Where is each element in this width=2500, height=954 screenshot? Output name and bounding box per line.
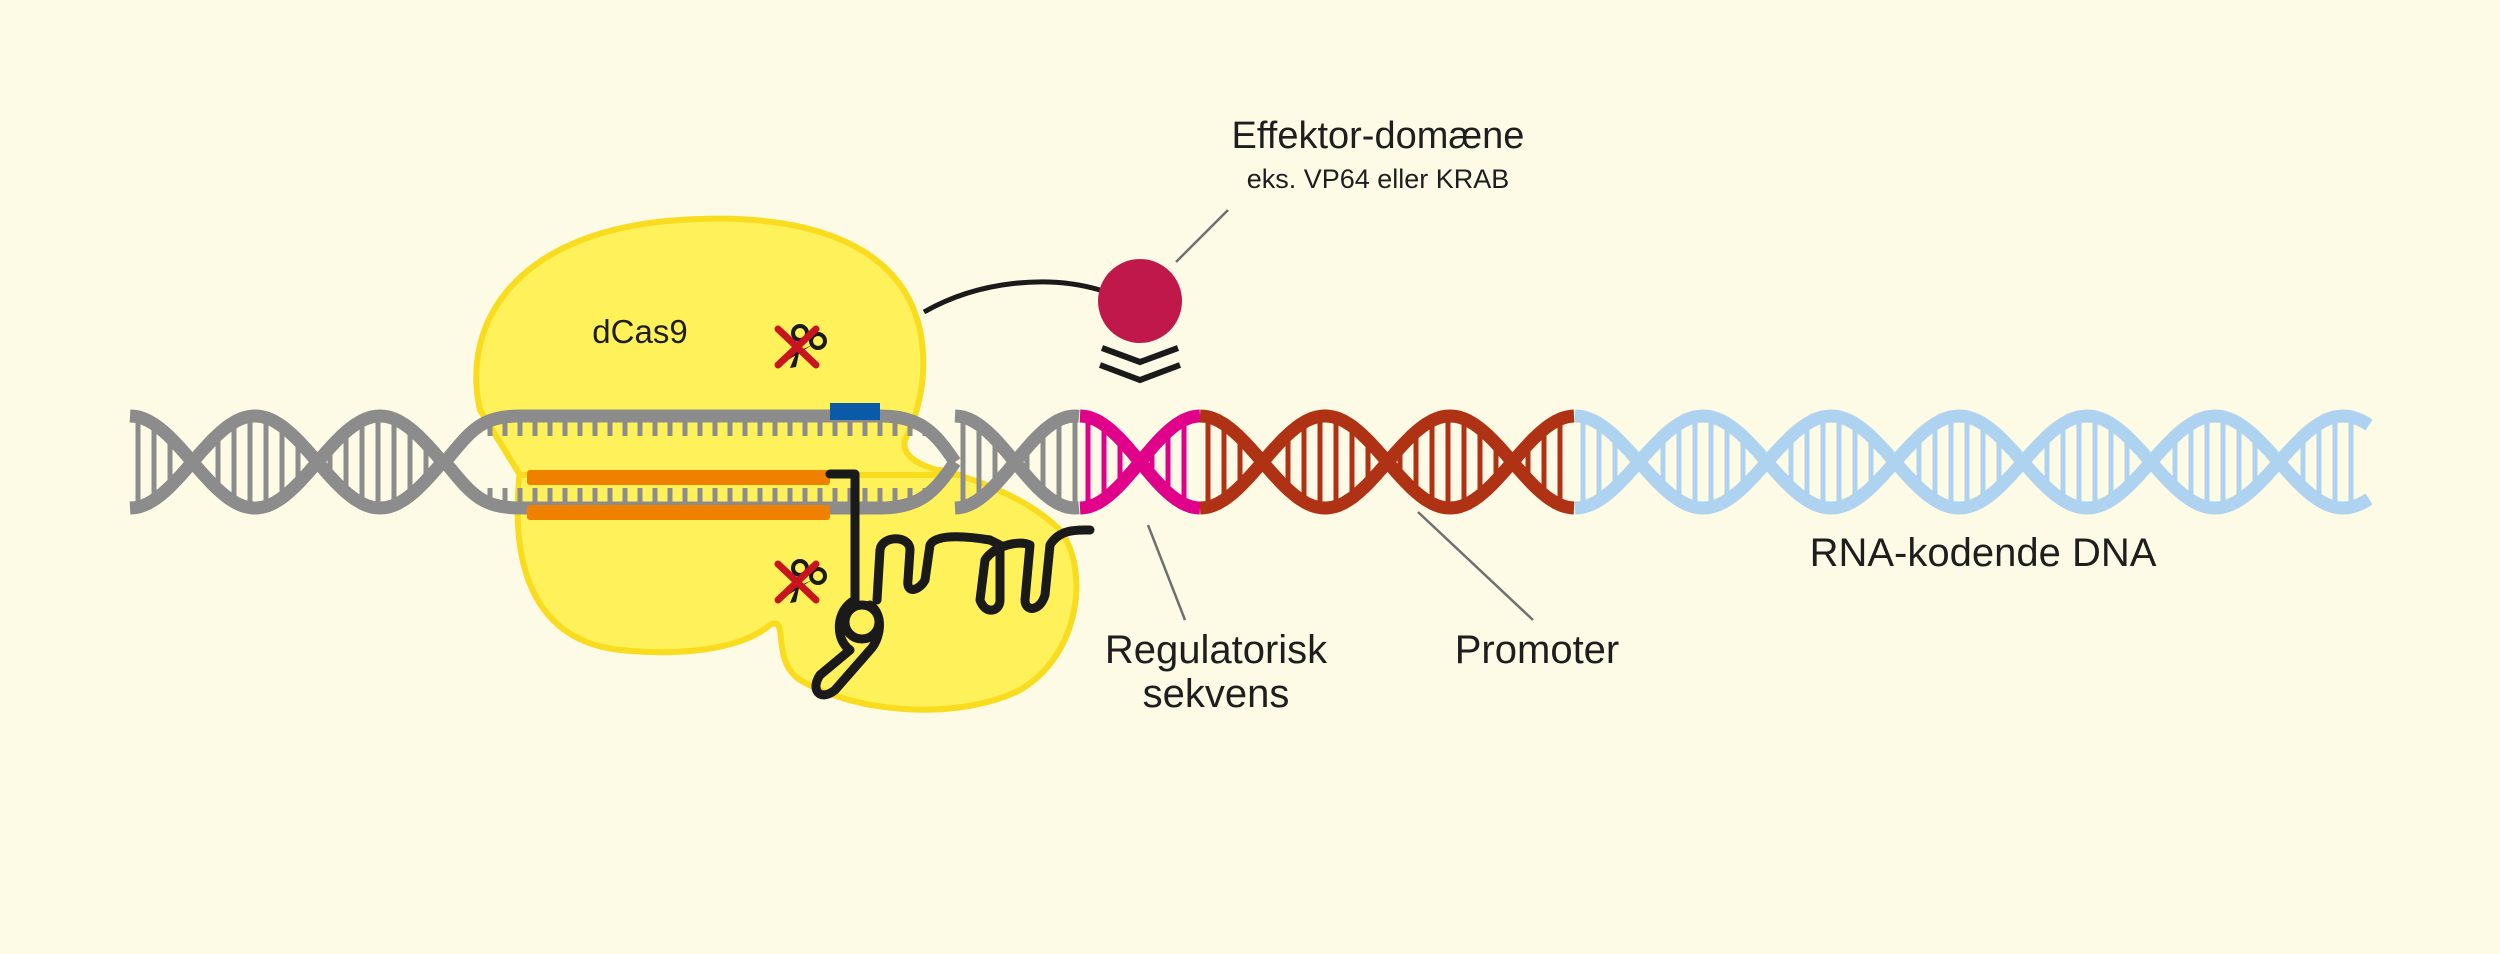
scissors-crossed-icon xyxy=(774,559,827,604)
leader-effector xyxy=(1175,209,1229,263)
dna-strand xyxy=(129,409,449,515)
helix-segment-regulatory-sequence xyxy=(1079,409,1201,515)
effector-title: Effektor-domæne xyxy=(1232,115,1525,157)
scissors-handle xyxy=(809,567,827,585)
leader-promoter xyxy=(1417,511,1534,621)
sgrna-scaffold xyxy=(811,469,1095,700)
dna-strand xyxy=(1079,409,1201,515)
dcas9-lobe-top xyxy=(473,215,961,478)
dna-strand xyxy=(954,409,1080,515)
cross-stroke xyxy=(774,325,820,369)
scissors-crossed-icon xyxy=(774,324,827,369)
dna-strand xyxy=(129,409,449,515)
dcas9-protein xyxy=(473,215,1080,713)
scaffold-stem-line xyxy=(825,469,860,605)
effector-subtitle: eks. VP64 eller KRAB xyxy=(1247,164,1510,194)
dna-strand xyxy=(1199,409,1575,515)
promoter-label: Promoter xyxy=(1455,628,1620,672)
rna-coding-dna-label: RNA-kodende DNA xyxy=(1810,531,2157,575)
guide-rna-strand-top xyxy=(527,470,830,485)
helix-segment-rna-coding-dna xyxy=(1574,409,2373,515)
double-chevron-down-icon xyxy=(1098,345,1182,384)
helix-segment-promoter xyxy=(1199,409,1575,515)
dna-strand xyxy=(1574,409,2373,515)
scaffold-loop xyxy=(840,600,884,644)
guide-rna-strand-bottom xyxy=(527,505,830,520)
regulatory-label-line1: Regulatorisk xyxy=(1105,628,1328,672)
dna-strand xyxy=(1574,409,2373,515)
cross-stroke xyxy=(774,560,820,604)
dcas9-label: dCas9 xyxy=(592,313,687,350)
regulatory-label-line2: sekvens xyxy=(1143,672,1290,716)
effector-linker xyxy=(922,279,1101,315)
pam-site xyxy=(830,403,880,420)
scissors-handle xyxy=(809,332,827,350)
helix-segment-upstream-dna xyxy=(129,409,449,515)
leader-lines xyxy=(1146,209,1534,621)
scaffold-hairpin-2 xyxy=(872,525,1095,615)
dna-helix xyxy=(129,409,2373,515)
leader-regulatory xyxy=(1146,524,1187,621)
dna-strand-top-open xyxy=(440,409,961,467)
effector-domain xyxy=(1098,259,1182,343)
helix-segment-upstream-dna xyxy=(954,409,1080,515)
